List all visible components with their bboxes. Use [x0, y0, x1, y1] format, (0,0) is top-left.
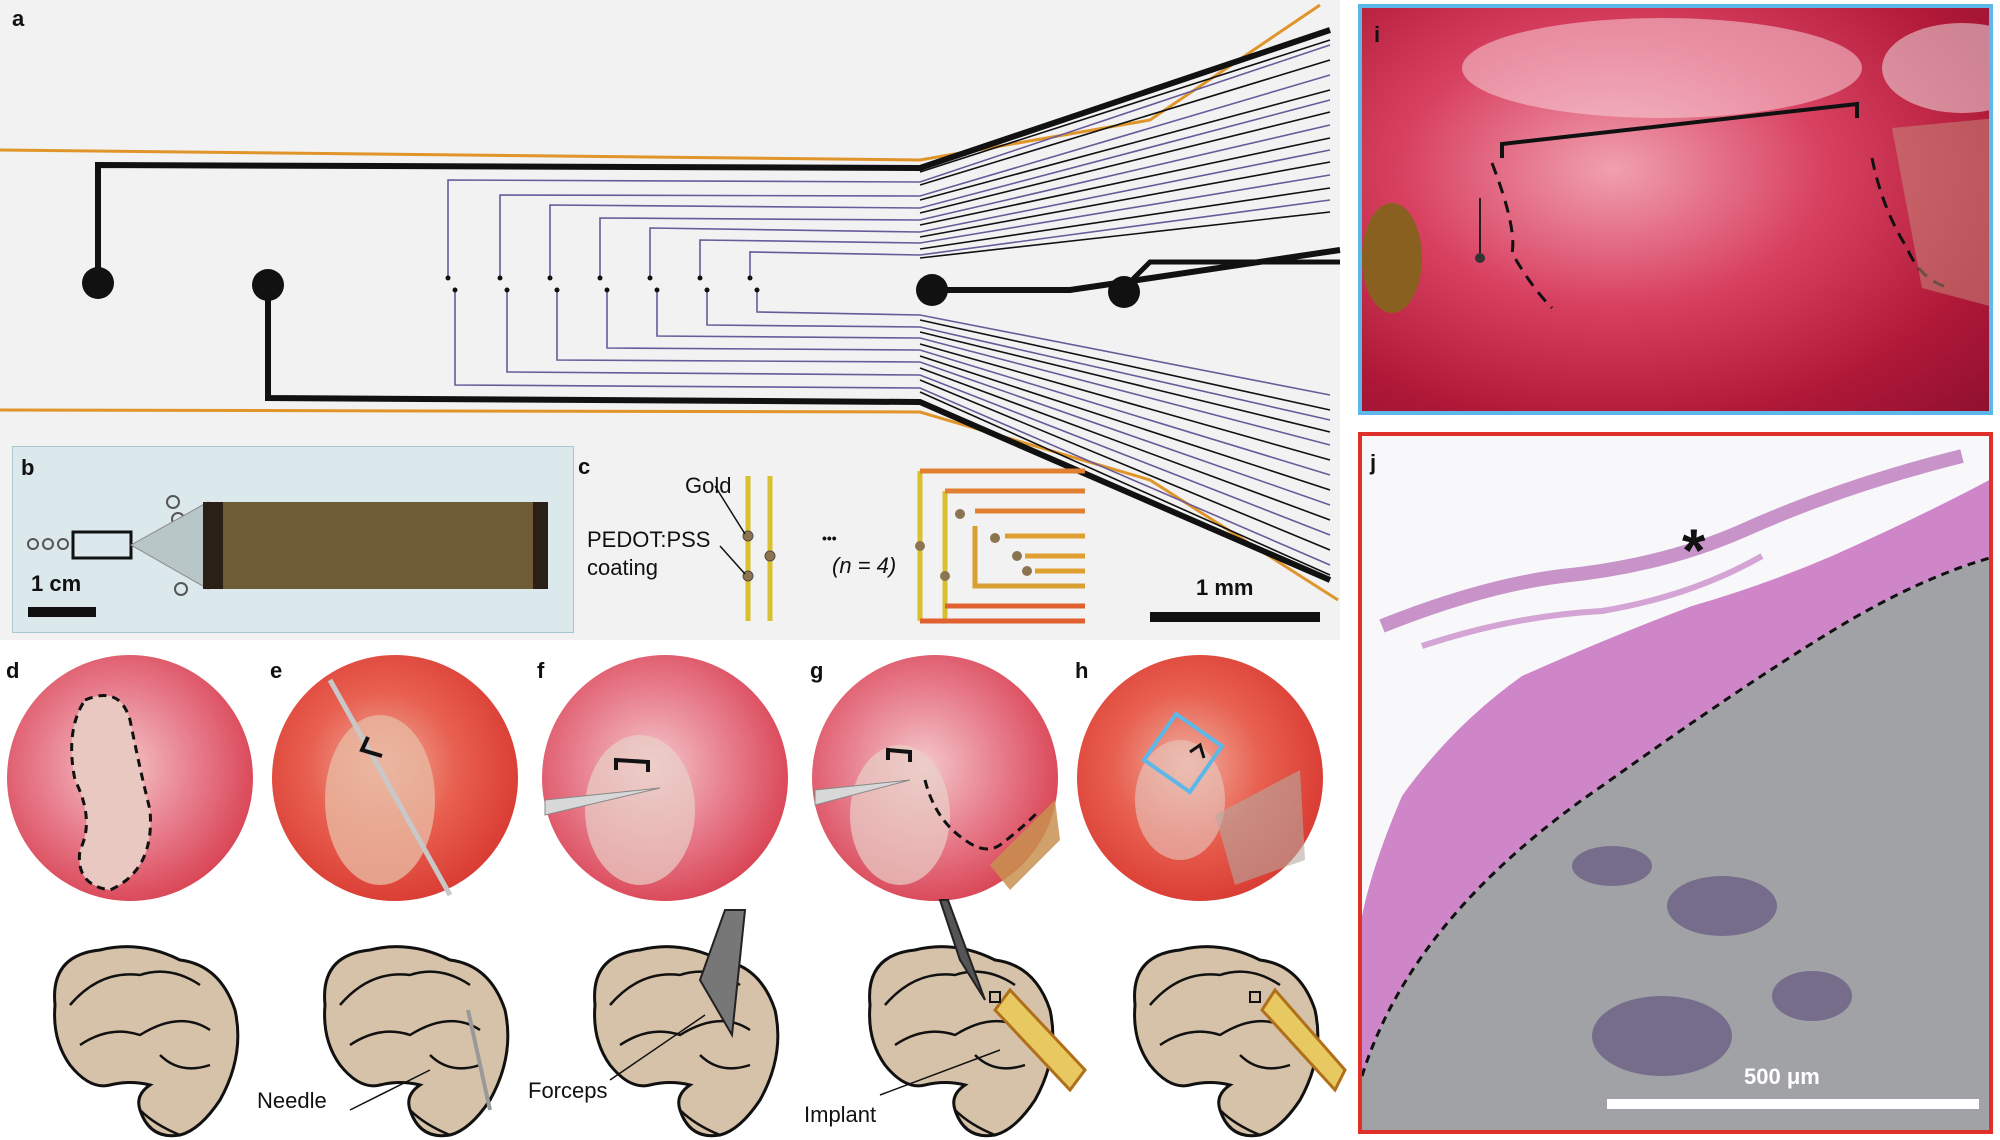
forceps-label: Forceps: [528, 1078, 608, 1103]
coating-label-2: coating: [587, 555, 658, 580]
panel-label-i: i: [1374, 22, 1381, 47]
brain-h: [1133, 945, 1347, 1138]
photo-d: [7, 655, 253, 901]
brain-g: [868, 899, 1087, 1138]
electrode-large-4: [1108, 276, 1140, 308]
brain-e: [323, 945, 510, 1138]
trace-left-top: [95, 27, 1331, 283]
panel-label-a: a: [12, 6, 25, 31]
brain-d: [53, 945, 240, 1138]
n-label: (n = 4): [832, 553, 897, 578]
ellipsis: •••: [822, 530, 837, 546]
brain-f: [593, 909, 780, 1138]
fan-lines: [919, 39, 1331, 576]
scale-bar-a: [1150, 612, 1320, 622]
electrode-large-1: [82, 267, 114, 299]
scale-bar-a-label: 1 mm: [1196, 575, 1254, 600]
trace-left-bottom: [265, 285, 1332, 583]
zoom-box: [71, 530, 133, 560]
zoom-box-h: [1141, 711, 1225, 795]
scale-bar-j-label: 500 μm: [1744, 1064, 1820, 1089]
panel-label-g: g: [810, 658, 824, 683]
probe-layout-drawing: [0, 3, 1341, 622]
bracket-i: [1500, 101, 1859, 158]
panel-b: b 1 cm: [12, 446, 574, 633]
schematic-c: [714, 468, 1085, 624]
coating-label-1: PEDOT:PSS: [587, 527, 711, 552]
brain-illustrations: [53, 899, 1347, 1138]
implant-label: Implant: [804, 1102, 877, 1127]
photo-h: [1077, 655, 1323, 901]
histology-j: [1362, 449, 1989, 1130]
photo-e: [272, 655, 518, 901]
panel-label-d: d: [6, 658, 20, 683]
panel-j: j * 500 μm: [1358, 432, 1993, 1134]
schematic-fan: [917, 468, 1085, 624]
dashed-boundary-j: [1362, 556, 1989, 1077]
panel-i: i: [1358, 4, 1993, 415]
scale-bar-b: [28, 607, 96, 617]
panel-label-e: e: [270, 658, 283, 683]
thin-traces: [447, 44, 1331, 566]
needle-label: Needle: [257, 1088, 327, 1113]
device-photo: [27, 495, 548, 617]
dashed-outline-left: [1490, 162, 1554, 310]
photo-i-overlay: [1362, 18, 1989, 313]
asterisk: *: [1682, 517, 1706, 584]
photo-g: [812, 655, 1060, 901]
electrode-large-3: [916, 274, 948, 306]
flex-cable: [203, 502, 548, 589]
scale-bar-j: [1607, 1099, 1979, 1109]
panel-label-j: j: [1370, 450, 1377, 475]
panel-label-f: f: [537, 658, 545, 683]
panel-label-h: h: [1075, 658, 1089, 683]
small-electrodes: [445, 275, 760, 293]
needle-line: [327, 678, 453, 897]
panel-label-c: c: [578, 454, 591, 479]
gold-label: Gold: [685, 473, 732, 498]
scale-bar-b-label: 1 cm: [31, 571, 82, 596]
photo-f: [542, 655, 788, 901]
panel-label-b: b: [21, 455, 35, 480]
surgery-photos: [7, 655, 1323, 901]
electrode-large-2: [252, 269, 284, 301]
